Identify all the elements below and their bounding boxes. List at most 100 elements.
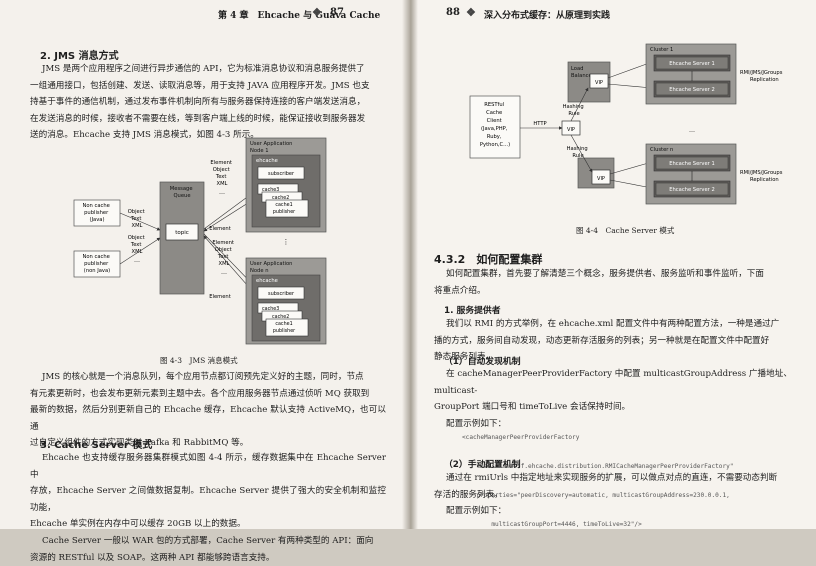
jms-core-line: JMS 的核心就是一个消息队列，每个应用节点都订阅预先定义好的主题，同时，节点 <box>42 372 364 382</box>
manual-line: 存活的服务列表。 <box>434 489 503 500</box>
svg-text:VIP: VIP <box>567 127 575 133</box>
element-label-bottom: Element <box>209 294 230 300</box>
jms-line: 送的消息。Ehcache 支持 JMS 消息模式，如图 4-3 所示。 <box>30 130 259 141</box>
code-line: properties="peerDiscovery=automatic, mul… <box>462 491 730 499</box>
diamond-ornament-icon: ❖ <box>466 6 476 19</box>
left-page: 第 4 章 Ehcache 与 Guava Cache ❖ 87 2. JMS … <box>0 0 410 563</box>
topic-label: topic <box>175 230 189 236</box>
svg-text:Cluster n: Cluster n <box>650 147 673 153</box>
jms-core-paragraph: JMS 的核心就是一个消息队列，每个应用节点都订阅预先定义好的主题，同时，节点 … <box>30 369 386 452</box>
intro-paragraph: 如何配置集群，首先要了解清楚三个概念，服务提供者、服务监听和事件监听，下面 将重… <box>434 266 792 299</box>
auto-line: 在 cacheManagerPeerProviderFactory 中配置 mu… <box>434 369 792 396</box>
subsection-auto-discovery: （1）自动发现机制 <box>444 357 521 367</box>
manual-line: 配置示例如下： <box>446 506 507 517</box>
svg-text:ehcache: ehcache <box>256 278 278 284</box>
svg-text:cache3: cache3 <box>262 187 279 193</box>
jms-core-line: 最新的数据，然后分别更新自己的 Ehcache 缓存，Ehcache 默认支持 … <box>30 405 386 432</box>
svg-text:Cluster 1: Cluster 1 <box>650 47 673 53</box>
element-ellipsis-top: … <box>219 189 225 196</box>
book-gutter <box>402 0 418 529</box>
publisher-nonjava-box <box>73 250 121 278</box>
code-sample-multicast: <cacheManagerPeerProviderFactory class="… <box>462 414 734 548</box>
element-object-text-xml-bottom: Element Object Text XML <box>212 240 235 267</box>
svg-text:subscriber: subscriber <box>268 291 295 297</box>
code-line: <cacheManagerPeerProviderFactory <box>462 434 580 442</box>
hashing-rule-bottom: Hashing Rule <box>567 146 590 159</box>
svg-text:User Application Nod: User Application Node n <box>250 261 294 274</box>
cs-line: Ehcache 单实例在内存中可以缓存 20GB 以上的数据。 <box>30 519 246 530</box>
cluster-n: Cluster n Ehcache Server 1 Ehcache Serve… <box>645 143 737 205</box>
jms-line: 持基于事件的通信机制，通过发布事件机制向所有与服务器保持连接的客户端发送消息， <box>30 97 366 108</box>
cluster-1: Cluster 1 Ehcache Server 1 Ehcache Serve… <box>645 43 737 105</box>
topic-box <box>165 223 199 241</box>
user-app-node-n: User Application Node n ehcache subscrib… <box>245 257 327 345</box>
right-page-number: 88 <box>446 7 460 18</box>
svg-text:cache2: cache2 <box>272 314 289 320</box>
jms-line: 在发送消息的时候，接收者不需要在线，等到客户端上线的时候，能保证接收到服务器发 <box>30 113 366 124</box>
restful-client-box <box>469 95 521 159</box>
intro-line: 如何配置集群，首先要了解清楚三个概念，服务提供者、服务监听和事件监听，下面 <box>446 269 764 279</box>
provider-line: 静态服务列表。 <box>434 352 495 363</box>
svg-text:cache3: cache3 <box>262 306 279 312</box>
figure-4-4-caption: 图 4-4 Cache Server 模式 <box>576 226 675 235</box>
publisher-ellipsis: … <box>134 257 140 264</box>
cs-line: Cache Server 一般以 WAR 包的方式部署，Cache Server… <box>42 535 374 546</box>
clusters-ellipsis: … <box>689 127 695 134</box>
svg-text:VIP: VIP <box>597 176 605 182</box>
manual-line: 通过在 rmiUrls 中指定地址来实现服务的扩展，可以做点对点的直连，不需要动… <box>446 473 778 483</box>
vip-top <box>589 73 609 89</box>
svg-text:Ehcache Server 1: Ehcache Server 1 <box>669 161 715 167</box>
section-title-4-3-2: 4.3.2 如何配置集群 <box>434 253 543 266</box>
publisher-nonjava-label: Non cache publisher (non Java) <box>82 254 111 274</box>
user-app-node-1: User Application Node 1 ehcache subscrib… <box>245 137 327 233</box>
auto-line: GroupPort 端口号和 timeToLive 会话保持时间。 <box>434 402 631 413</box>
svg-text:User Application Nod: User Application Node 1 <box>250 141 294 154</box>
jms-core-line: 有元素更新时，也会发布更新元素到主题中去。各个应用服务器节点通过侦听 MQ 获取… <box>30 388 370 399</box>
svg-text:cache1: cache1 <box>275 321 292 327</box>
svg-text:ehcache: ehcache <box>256 158 278 164</box>
svg-text:subscriber: subscriber <box>268 171 295 177</box>
svg-text:Ehcache Server 2: Ehcache Server 2 <box>669 87 715 93</box>
hashing-rule-top: Hashing Rule <box>563 104 586 117</box>
svg-text:publisher: publisher <box>273 209 295 215</box>
code-line: multicastGroupPort=4446, timeToLive=32"/… <box>462 520 642 528</box>
code-line: class="net.sf.ehcache.distribution.RMICa… <box>462 462 734 470</box>
auto-line: 配置示例如下： <box>446 418 507 429</box>
subsection-service-provider: 1. 服务提供者 <box>444 306 501 316</box>
svg-text:Load Balancer: Load Balancer <box>571 66 595 79</box>
svg-text:cache2: cache2 <box>272 195 289 201</box>
cache-server-paragraph: Ehcache 也支持缓存服务器集群模式如图 4-4 所示，缓存数据集中在 Eh… <box>30 450 386 566</box>
left-page-number: 87 <box>330 7 344 18</box>
svg-text:VIP: VIP <box>595 80 603 86</box>
svg-text:cache1: cache1 <box>275 202 292 208</box>
section-title-jms: 2. JMS 消息方式 <box>40 51 119 62</box>
cs-line: Ehcache 也支持缓存服务器集群模式如图 4-4 所示，缓存数据集中在 Eh… <box>30 453 386 480</box>
jms-core-line: 过自定义组件的方式实现类似 Kafka 和 RabbitMQ 等。 <box>30 438 249 449</box>
replication-label-top: RMI/JMS/JGroups Replication <box>740 70 784 83</box>
http-label: HTTP <box>533 121 546 127</box>
publisher-java-box <box>73 199 121 227</box>
provider-line: 播的方式，服务间自动发现，动态更新存活服务的列表；另一种就是在配置文件中配置好 <box>434 335 770 346</box>
provider-line: 我们以 RMI 的方式举例，在 ehcache.xml 配置文件中有两种配置方法… <box>446 319 780 329</box>
vip-bottom <box>591 169 611 185</box>
right-running-header: 深入分布式缓存：从原理到实践 <box>484 11 611 21</box>
jms-paragraph: JMS 是两个应用程序之间进行异步通信的 API，它为标准消息协议和消息服务提供… <box>30 61 386 144</box>
left-running-header: 第 4 章 Ehcache 与 Guava Cache <box>218 11 381 21</box>
element-object-text-xml-top: Element Object Text XML <box>210 160 233 187</box>
intro-line: 将重点介绍。 <box>434 285 486 296</box>
cs-line: 资源的 RESTful 以及 SOAP。这两种 API 都能够跨语言支持。 <box>30 552 275 563</box>
auto-paragraph: 在 cacheManagerPeerProviderFactory 中配置 mu… <box>434 366 792 432</box>
manual-paragraph: 通过在 rmiUrls 中指定地址来实现服务的扩展，可以做点对点的直连，不需要动… <box>434 470 792 520</box>
restful-client-label: RESTful Cache Client (Java,PHP, Ruby, Py… <box>480 102 510 148</box>
diamond-ornament-icon: ❖ <box>312 6 322 19</box>
message-queue-label: Message Queue <box>170 186 194 199</box>
right-page: 88 ❖ 深入分布式缓存：从原理到实践 RESTful Cache Client… <box>410 0 816 529</box>
jms-diagram: Non cache publisher (Java) Non cache pub… <box>73 137 327 345</box>
replication-label-bottom: RMI/JMS/JGroups Replication <box>740 170 784 183</box>
nodes-vertical-dots: ⋮ <box>283 238 290 246</box>
svg-text:Ehcache Server 1: Ehcache Server 1 <box>669 61 715 67</box>
jms-line: JMS 是两个应用程序之间进行异步通信的 API，它为标准消息协议和消息服务提供… <box>42 64 365 74</box>
cs-line: 存放，Ehcache Server 之间做数据复制。Ehcache Server… <box>30 486 386 513</box>
cache-server-diagram: RESTful Cache Client (Java,PHP, Ruby, Py… <box>469 43 784 205</box>
jms-line: 一组通用接口，包括创建、发送、读取消息等，用于支持 JAVA 应用程序开发。JM… <box>30 80 370 91</box>
